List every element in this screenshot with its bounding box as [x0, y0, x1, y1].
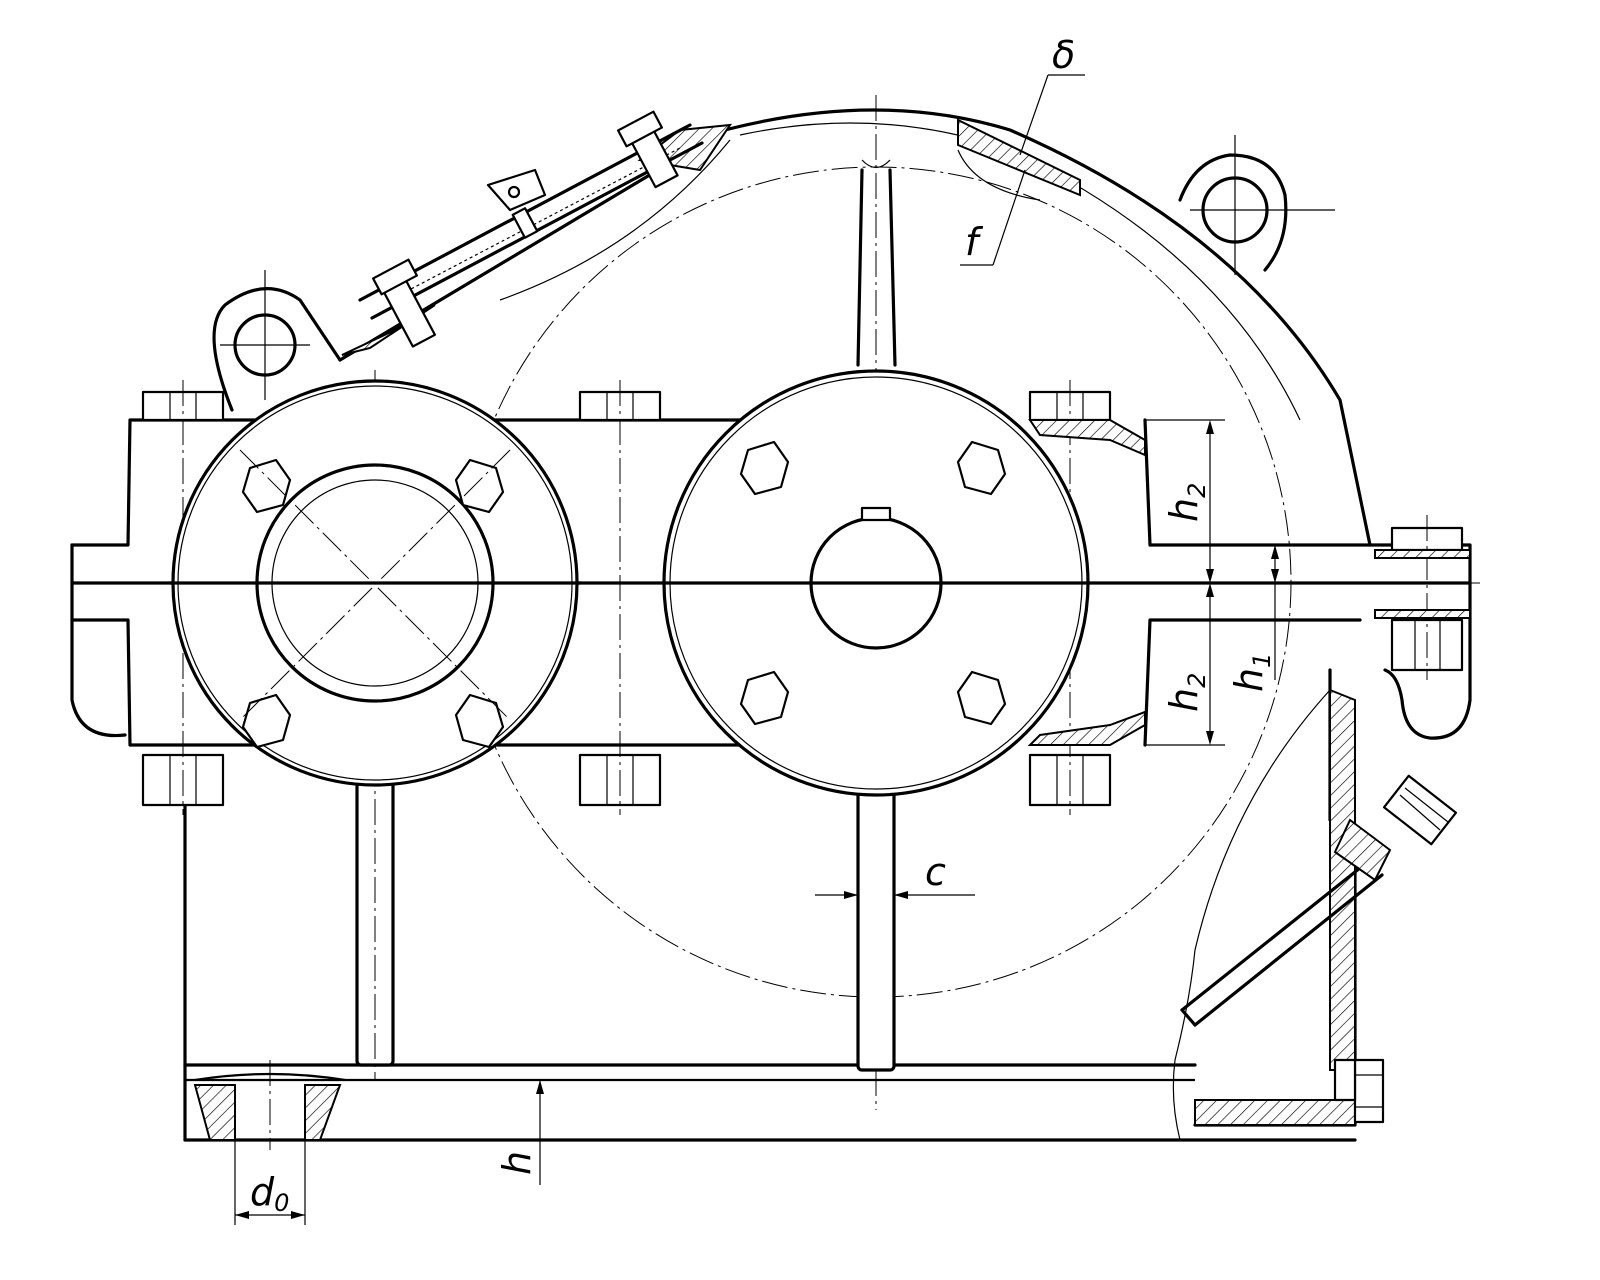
bottom-right-bolt [1333, 1058, 1385, 1124]
dimension-lines [234, 74, 1279, 1225]
svg-text:h1: h1 [1227, 653, 1276, 692]
drain-plug [193, 1060, 346, 1150]
svg-text:h2: h2 [1162, 483, 1211, 522]
left-bearing-boss [160, 379, 600, 787]
label-c: c [925, 850, 946, 894]
label-h1: h1 [1227, 653, 1276, 692]
label-d0: d0 [250, 1170, 289, 1217]
right-cap-bolts [739, 440, 1007, 726]
label-delta: δ [1052, 33, 1075, 77]
svg-text:h: h [495, 1151, 539, 1175]
label-h2-upper: h2 [1162, 483, 1211, 522]
right-bearing-boss [650, 369, 1480, 797]
left-cap-bolts [241, 458, 505, 749]
label-f: f [965, 220, 984, 264]
svg-text:h2: h2 [1162, 673, 1211, 712]
label-h: h [495, 1151, 539, 1175]
left-lifting-lug [212, 270, 342, 412]
oil-dipstick [1180, 774, 1458, 1027]
label-h2-lower: h2 [1162, 673, 1211, 712]
right-lifting-lug [1178, 135, 1335, 275]
inspection-hatch [341, 110, 733, 356]
flange-bolts [141, 380, 1471, 815]
